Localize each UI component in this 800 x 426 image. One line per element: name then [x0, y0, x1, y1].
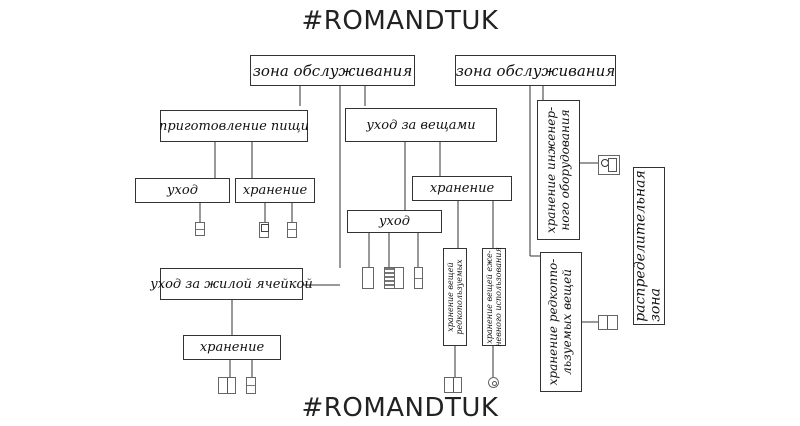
storage-daily-box: хранение вещей еже- невного использовани… [482, 247, 506, 347]
washer-icon [488, 377, 499, 388]
service-zone-box-right: зона обслуживания [455, 55, 616, 86]
engineering-storage-box: хранение инженер- ного оборудования [537, 100, 580, 240]
watermark-bottom: #ROMANDTUK [301, 393, 499, 423]
rare-line1: хранение редкоппо- [546, 258, 561, 386]
storage-daily-line2: невного использования [494, 247, 503, 347]
storage-daily-line1: хранение вещей еже- [484, 250, 494, 344]
storage-rare-line1: хранение вещей [445, 262, 455, 332]
engineering-line1: хранение инженер- [543, 106, 558, 234]
rare-storage-box: хранение редкоппо- льзуемых вещей [540, 252, 582, 392]
clothes-subcare-box: уход [347, 210, 442, 233]
distribution-zone-box: распределительная зона [633, 167, 665, 325]
cabinet-icon [218, 377, 236, 394]
boiler-icon [598, 155, 620, 175]
storage-rare-line2: редкопользуемых [455, 259, 464, 335]
watermark-top: #ROMANDTUK [301, 6, 499, 36]
closet-icon [444, 377, 462, 393]
cooking-box: приготовление пищи [159, 110, 309, 142]
cell-care-box: уход за жилой ячейкой [150, 268, 313, 300]
clothes-storage-box: хранение [412, 176, 512, 201]
cooking-care-box: уход [135, 178, 230, 203]
cabinet-icon [195, 222, 205, 236]
cell-storage-box: хранение [183, 335, 281, 360]
cooking-storage-box: хранение [235, 178, 315, 203]
engineering-line2: ного оборудования [557, 109, 572, 231]
wardrobe-icon [414, 267, 423, 289]
distribution-line2: зона [648, 288, 664, 322]
storage-box-icon [598, 315, 618, 330]
clothes-care-box: уход за вещами [345, 108, 497, 142]
cabinet-icon [246, 377, 256, 394]
wardrobe-icon [394, 267, 404, 289]
storage-rare-box: хранение вещей редкопользуемых [443, 248, 467, 346]
cabinet-icon [287, 222, 297, 238]
service-zone-box-left: зона обслуживания [250, 55, 415, 86]
rare-line2: льзуемых вещей [560, 269, 574, 376]
wardrobe-icon [362, 267, 374, 289]
cabinet-icon [259, 222, 269, 238]
distribution-line1: распределительная [632, 170, 649, 322]
